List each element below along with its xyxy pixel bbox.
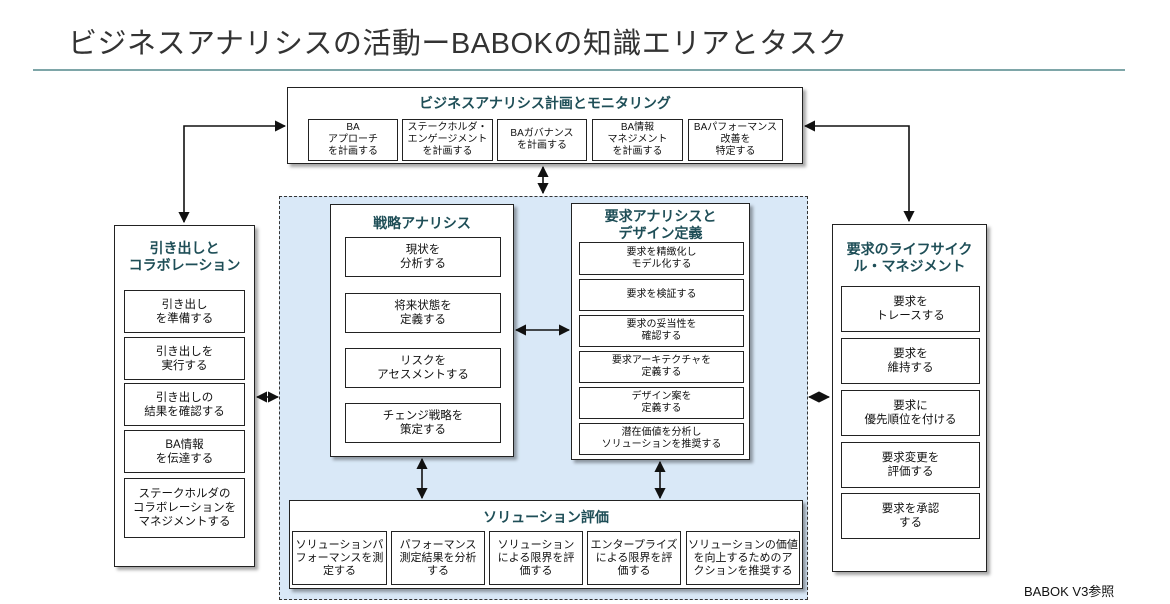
requirements-task-3[interactable]: 要求の妥当性を 確認する: [579, 315, 744, 347]
planning-task-1[interactable]: BA アプローチ を計画する: [308, 119, 398, 161]
arrow-planning-lifecycle: [803, 120, 915, 223]
requirements-analysis-panel: 要求アナリシスと デザイン定義 要求を精緻化し モデル化する 要求を検証する 要…: [571, 203, 750, 460]
requirements-task-5[interactable]: デザイン案を 定義する: [579, 387, 744, 419]
elicitation-panel: 引き出しと コラボレーション 引き出し を準備する 引き出しを 実行する 引き出…: [114, 225, 255, 567]
elicitation-task-3[interactable]: 引き出しの 結果を確認する: [124, 383, 245, 426]
solution-evaluation-title: ソリューション評価: [483, 509, 609, 525]
planning-task-5[interactable]: BAパフォーマンス 改善を 特定する: [688, 119, 783, 161]
strategy-task-3[interactable]: リスクを アセスメントする: [345, 348, 501, 388]
requirements-task-4[interactable]: 要求アーキテクチャを 定義する: [579, 351, 744, 383]
lifecycle-panel: 要求のライフサイク ル・マネジメント 要求を トレースする 要求を 維持する 要…: [832, 224, 987, 572]
planning-monitoring-title: ビジネスアナリシス計画とモニタリング: [419, 95, 671, 111]
elicitation-task-5[interactable]: ステークホルダの コラボレーションを マネジメントする: [124, 478, 245, 538]
strategy-task-2[interactable]: 将来状態を 定義する: [345, 293, 501, 333]
strategy-analysis-panel: 戦略アナリシス 現状を 分析する 将来状態を 定義する リスクを アセスメントす…: [330, 204, 514, 457]
planning-task-2[interactable]: ステークホルダ・ エンゲージメント を計画する: [402, 119, 493, 161]
lifecycle-task-4[interactable]: 要求変更を 評価する: [841, 442, 980, 488]
solution-evaluation-panel: ソリューション評価 ソリューションパ フォーマンスを測 定する パフォーマンス …: [289, 500, 803, 589]
evaluation-task-3[interactable]: ソリューション による限界を評 価する: [489, 531, 583, 585]
strategy-task-4[interactable]: チェンジ戦略を 策定する: [345, 403, 501, 443]
elicitation-title: 引き出しと コラボレーション: [128, 240, 241, 273]
evaluation-task-2[interactable]: パフォーマンス 測定結果を分析 する: [391, 531, 485, 585]
elicitation-task-2[interactable]: 引き出しを 実行する: [124, 337, 245, 380]
requirements-task-1[interactable]: 要求を精緻化し モデル化する: [579, 242, 744, 275]
lifecycle-task-1[interactable]: 要求を トレースする: [841, 286, 980, 332]
evaluation-task-1[interactable]: ソリューションパ フォーマンスを測 定する: [292, 531, 387, 585]
title-divider: [33, 69, 1125, 71]
lifecycle-task-2[interactable]: 要求を 維持する: [841, 338, 980, 384]
strategy-task-1[interactable]: 現状を 分析する: [345, 237, 501, 277]
requirements-analysis-title: 要求アナリシスと デザイン定義: [604, 208, 717, 241]
strategy-analysis-title: 戦略アナリシス: [373, 215, 471, 231]
page-title: ビジネスアナリシスの活動ーBABOKの知識エリアとタスク: [68, 28, 848, 60]
arrow-planning-elicitation: [178, 120, 287, 224]
lifecycle-task-5[interactable]: 要求を承認 する: [841, 493, 980, 539]
requirements-task-2[interactable]: 要求を検証する: [579, 279, 744, 311]
elicitation-task-1[interactable]: 引き出し を準備する: [124, 290, 245, 333]
requirements-task-6[interactable]: 潜在価値を分析し ソリューションを推奨する: [579, 423, 744, 455]
planning-monitoring-panel: ビジネスアナリシス計画とモニタリング BA アプローチ を計画する ステークホル…: [287, 87, 803, 164]
lifecycle-task-3[interactable]: 要求に 優先順位を付ける: [841, 390, 980, 436]
elicitation-task-4[interactable]: BA情報 を伝達する: [124, 430, 245, 473]
evaluation-task-4[interactable]: エンタープライズ による限界を評 価する: [587, 531, 681, 585]
evaluation-task-5[interactable]: ソリューションの価値 を向上するためのア クションを推奨する: [686, 531, 800, 585]
reference-note: BABOK V3参照: [1024, 584, 1115, 599]
planning-task-4[interactable]: BA情報 マネジメント を計画する: [592, 119, 683, 161]
lifecycle-title: 要求のライフサイク ル・マネジメント: [846, 241, 973, 274]
planning-task-3[interactable]: BAガバナンス を計画する: [497, 119, 587, 161]
